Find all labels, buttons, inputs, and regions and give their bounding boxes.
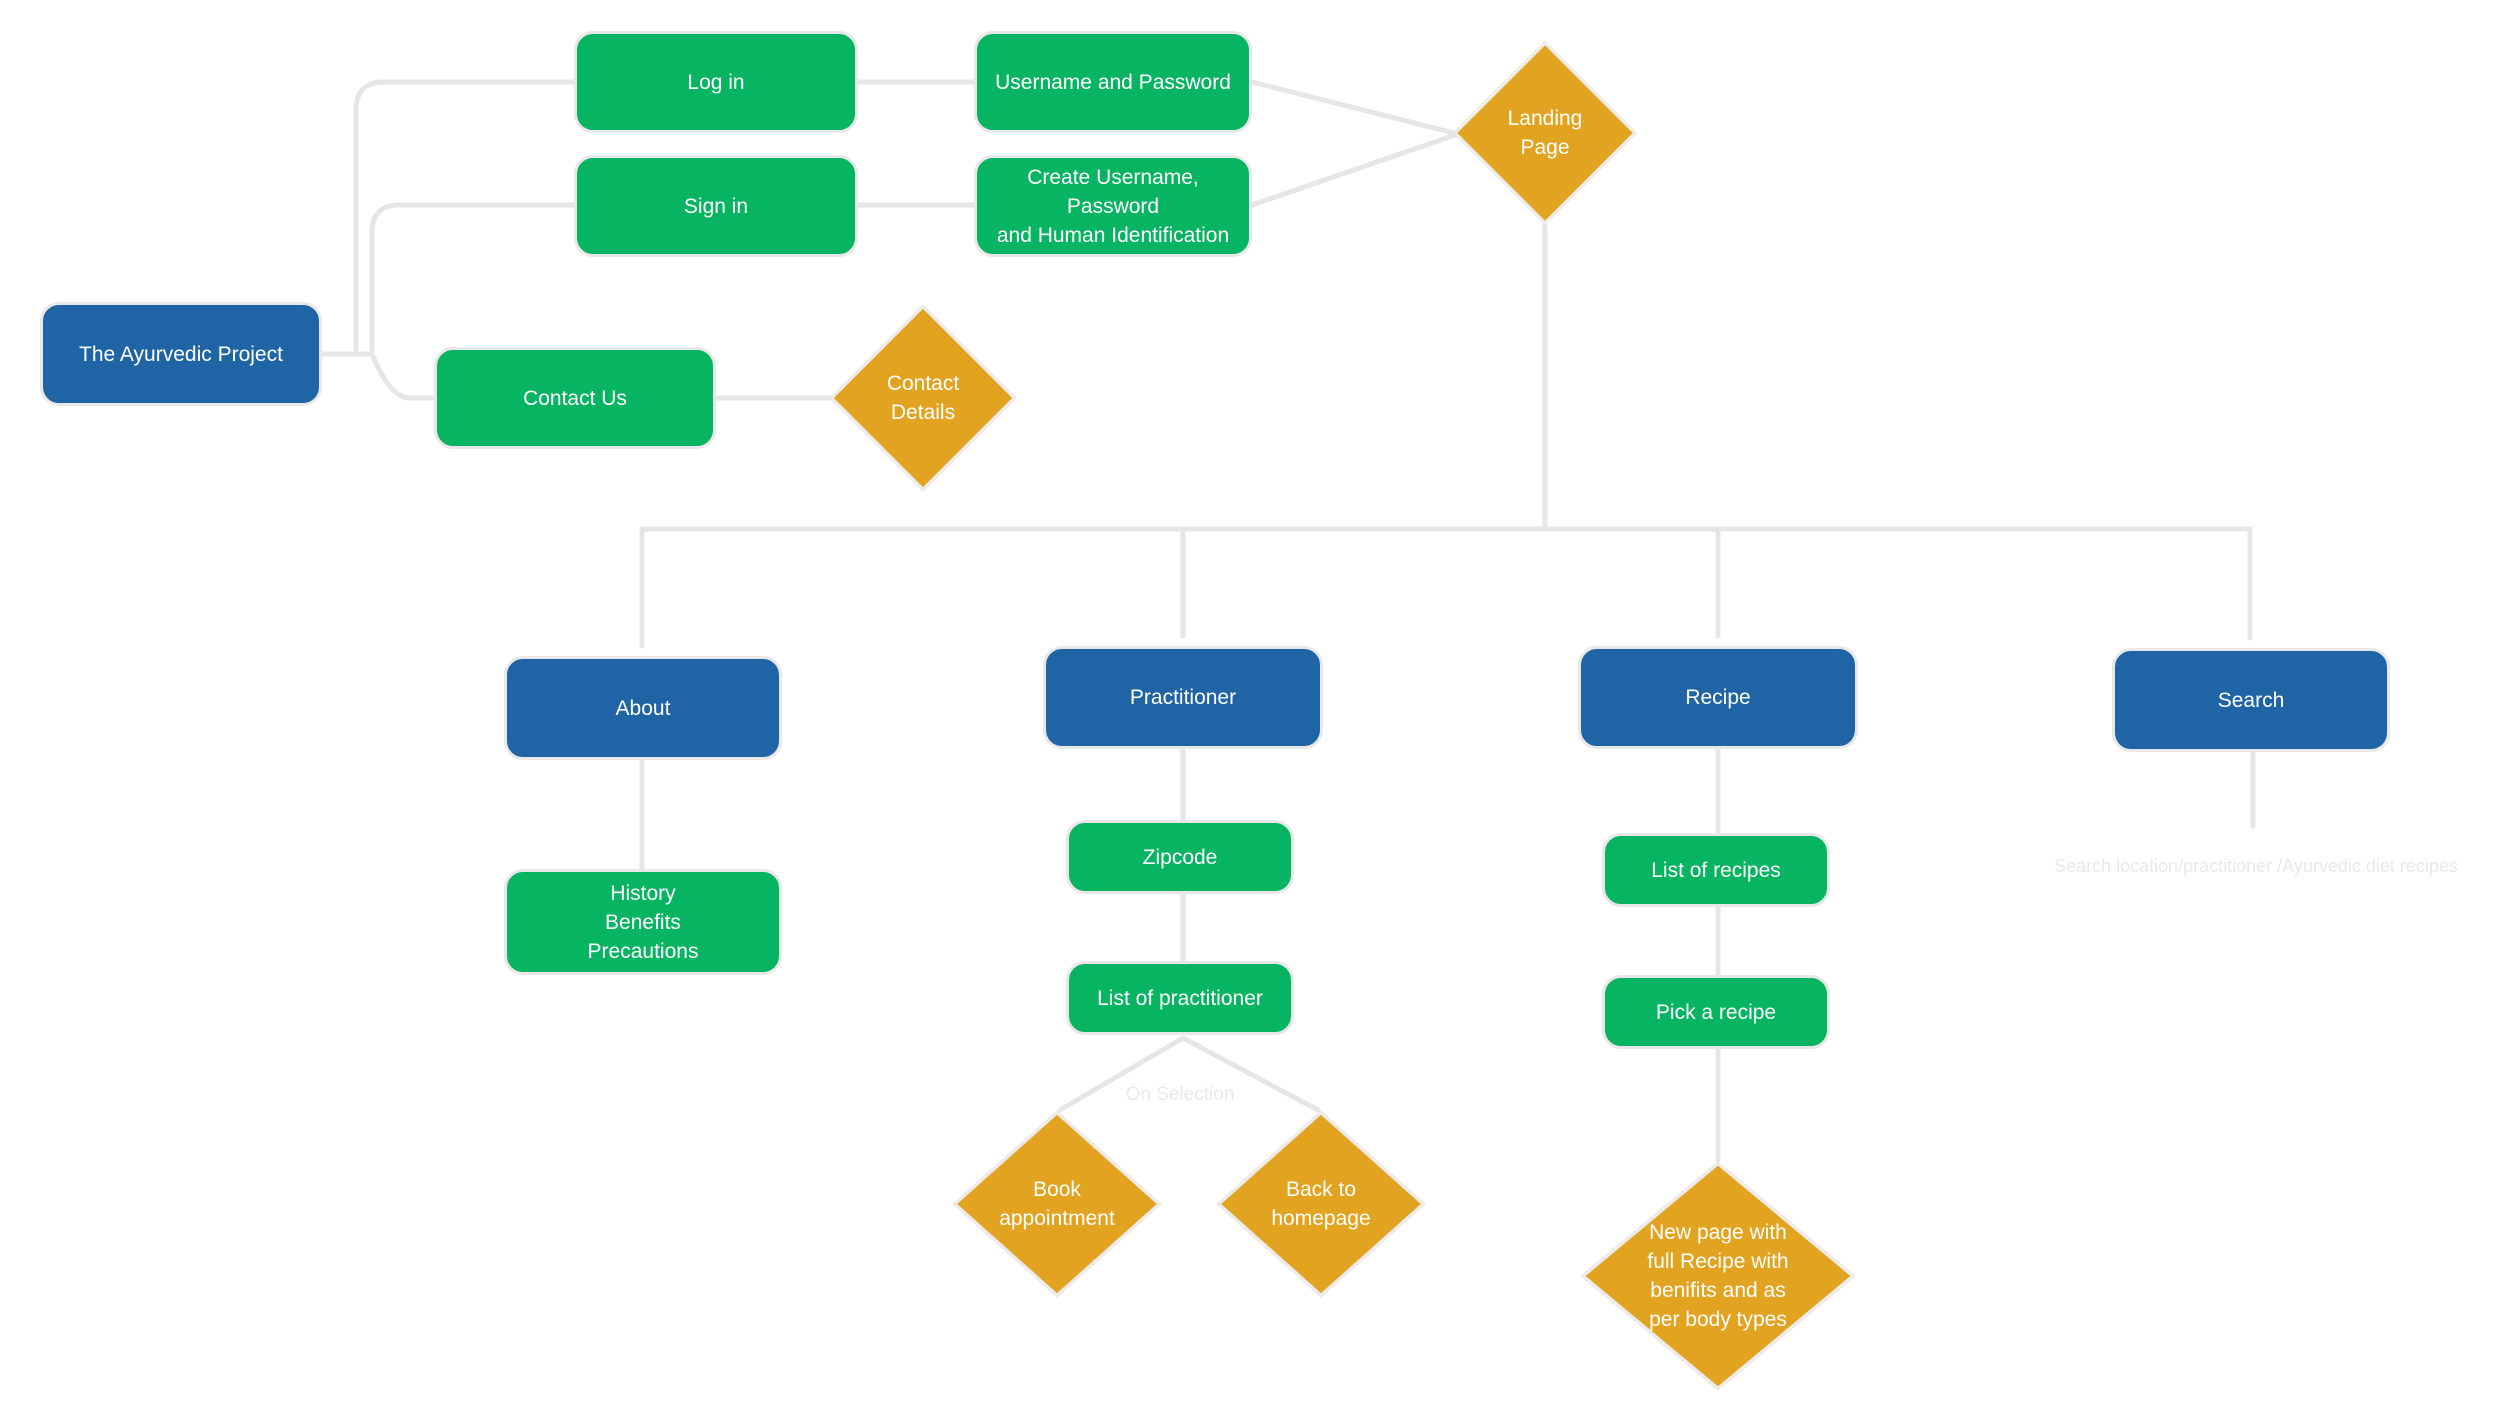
decision-book-appointment: Book appointment <box>952 1110 1162 1298</box>
node-pick-a-recipe: Pick a recipe <box>1602 975 1830 1049</box>
connector-username-to-landing <box>1249 79 1461 137</box>
node-history-benefits-precautions: History Benefits Precautions <box>504 869 782 975</box>
node-about: About <box>504 656 782 760</box>
connector-create-to-landing <box>1249 131 1461 208</box>
node-log-in: Log in <box>574 31 858 133</box>
connector-list-to-back <box>1180 1035 1321 1113</box>
connector-project-to-signin <box>337 202 581 357</box>
connector-project-to-login <box>319 79 581 357</box>
edge-label-on-selection: On Selection <box>1125 1084 1235 1105</box>
decision-back-to-homepage: Back to homepage <box>1216 1110 1426 1298</box>
node-search: Search <box>2112 648 2390 752</box>
node-create-username-password: Create Username, Password and Human Iden… <box>974 155 1252 257</box>
book-appointment-label: Book appointment <box>999 1178 1115 1230</box>
node-the-ayurvedic-project: The Ayurvedic Project <box>40 302 322 406</box>
node-recipe: Recipe <box>1578 646 1858 749</box>
node-zipcode: Zipcode <box>1066 820 1294 894</box>
connector-list-to-book <box>1057 1035 1186 1113</box>
node-practitioner: Practitioner <box>1043 646 1323 749</box>
node-sign-in: Sign in <box>574 155 858 257</box>
node-username-and-password: Username and Password <box>974 31 1252 133</box>
contact-details-label: Contact Details <box>886 372 960 424</box>
decision-new-page-full-recipe: New page with full Recipe with benifits … <box>1578 1160 1858 1392</box>
decision-landing-page: Landing Page <box>1452 40 1638 226</box>
node-contact-us: Contact Us <box>434 347 716 449</box>
node-list-of-recipes: List of recipes <box>1602 833 1830 907</box>
new-page-full-recipe-label: New page with full Recipe with benifits … <box>1647 1221 1789 1331</box>
landing-page-label: Landing Page <box>1507 107 1583 159</box>
edge-label-search-options: Search location/practitioner /Ayurvedic … <box>2054 856 2458 876</box>
connector-project-to-contact <box>319 351 443 401</box>
decision-contact-details: Contact Details <box>829 304 1017 492</box>
back-to-homepage-label: Back to homepage <box>1271 1178 1371 1230</box>
node-list-of-practitioner: List of practitioner <box>1066 961 1294 1035</box>
